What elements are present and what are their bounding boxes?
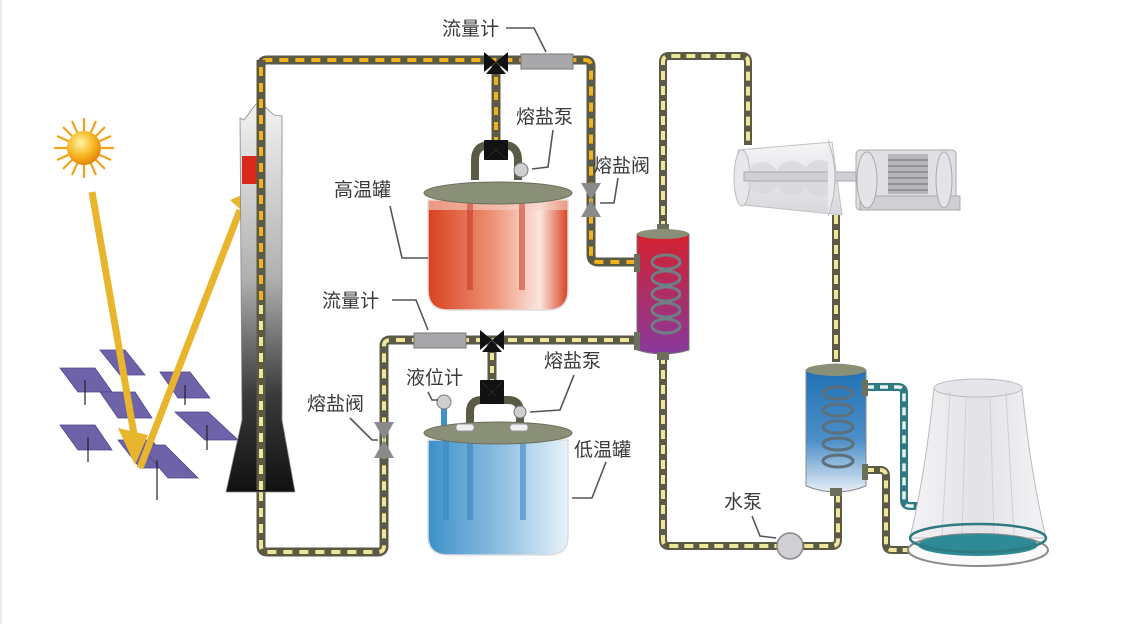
cooling-tower: [907, 378, 1049, 567]
label-molten-salt-valve-top: 熔盐阀: [593, 155, 650, 177]
high-temp-tank: [423, 141, 573, 311]
generator: [855, 149, 961, 211]
annotations: 流量计 熔盐泵 熔盐阀 高温罐 流量计 熔盐阀 液位计 熔盐泵 低温罐 水泵: [307, 18, 777, 539]
sun-icon: [54, 118, 114, 178]
valve-icon: [581, 183, 601, 217]
cooling-water-pipe: [866, 383, 925, 510]
steam-generator: [634, 224, 690, 360]
label-level-gauge: 液位计: [406, 367, 463, 389]
steam-water-pipe: [659, 52, 912, 554]
flow-control-valve-icon: [480, 330, 504, 352]
pump-icon: [513, 405, 527, 419]
flow-control-valve-icon: [484, 140, 508, 160]
pump-icon: [513, 162, 529, 178]
flow-control-valve-icon: [480, 380, 504, 404]
left-edge-strip: [0, 0, 2, 624]
water-pump-icon: [776, 532, 804, 560]
receiver: [242, 156, 258, 184]
pipe-network: [256, 52, 925, 557]
flowmeter-icon: [413, 332, 467, 349]
receiver-tower: [225, 60, 296, 493]
label-flowmeter-top: 流量计: [442, 18, 499, 40]
label-molten-salt-valve-bottom: 熔盐阀: [307, 393, 364, 415]
label-high-temp-tank: 高温罐: [334, 179, 391, 201]
low-temp-tank: [423, 394, 573, 556]
sunbeam-arrows: [88, 190, 254, 470]
label-water-pump: 水泵: [724, 491, 762, 513]
label-molten-salt-pump-top: 熔盐泵: [516, 106, 573, 128]
label-low-temp-tank: 低温罐: [574, 439, 631, 461]
steam-turbine: [733, 139, 867, 217]
heliostat-field: [59, 349, 240, 500]
flow-control-valve-icon: [484, 52, 508, 74]
label-flowmeter-bottom: 流量计: [322, 290, 379, 312]
level-gauge-icon: [436, 394, 452, 410]
flowmeter-icon: [520, 53, 574, 70]
condenser: [805, 363, 868, 496]
label-molten-salt-pump-bottom: 熔盐泵: [544, 350, 601, 372]
valve-icon: [374, 422, 394, 458]
